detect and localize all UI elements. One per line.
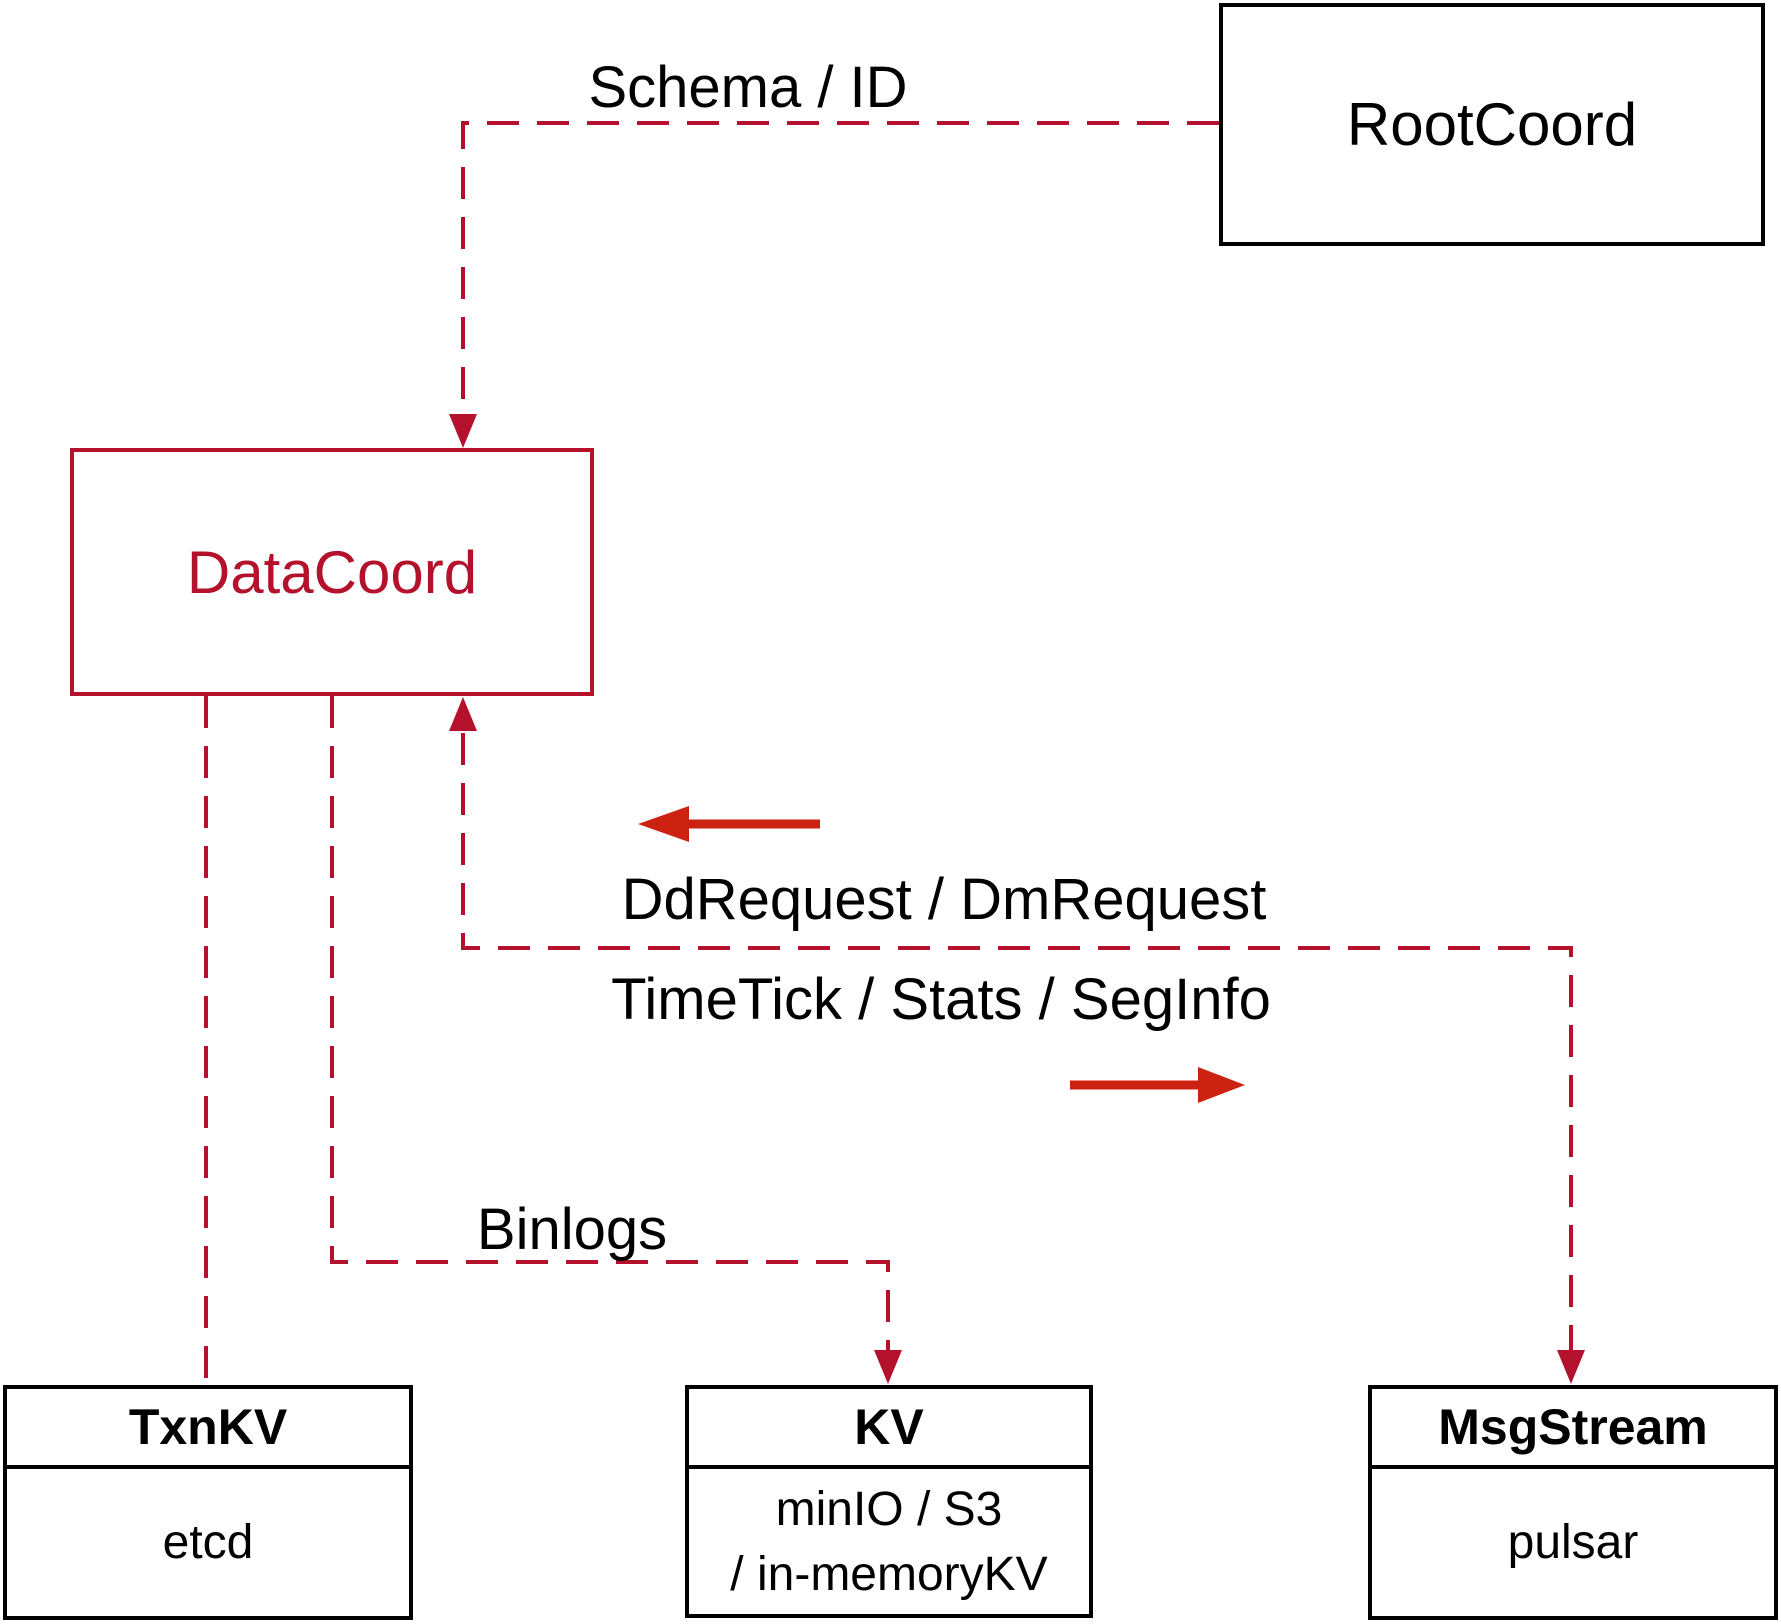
datacoord-label: DataCoord [186,538,478,606]
label-dd-request: DdRequest / DmRequest [621,867,1267,932]
txnkv-title: TxnKV [7,1389,409,1469]
node-msgstream: MsgStream pulsar [1368,1385,1778,1620]
arrow-down-icon [1557,1350,1585,1384]
msgstream-title: MsgStream [1372,1389,1774,1469]
arrow-down-icon [874,1350,902,1384]
node-txnkv: TxnKV etcd [3,1385,413,1620]
label-time-tick: TimeTick / Stats / SegInfo [611,967,1271,1032]
label-schema-id: Schema / ID [588,55,908,120]
edge-request-bus-line [461,733,1573,1350]
node-datacoord: DataCoord [70,448,594,696]
node-kv: KV minIO / S3 / in-memoryKV [685,1385,1093,1618]
txnkv-body: etcd [162,1516,254,1569]
arrow-down-icon [449,414,477,448]
kv-title: KV [689,1389,1089,1469]
arrow-up-icon [449,697,477,731]
edge-binlogs-line [330,696,890,1350]
arrow-right-icon [1198,1067,1245,1103]
kv-body-line1: minIO / S3 [775,1482,1003,1536]
rootcoord-label: RootCoord [1346,91,1638,158]
kv-body-line2: / in-memoryKV [730,1547,1048,1601]
msgstream-body: pulsar [1507,1516,1639,1569]
edge-schema-id-line [461,121,1219,414]
node-rootcoord: RootCoord [1219,3,1765,246]
arrow-left-icon [638,806,689,842]
label-binlogs: Binlogs [476,1197,668,1262]
